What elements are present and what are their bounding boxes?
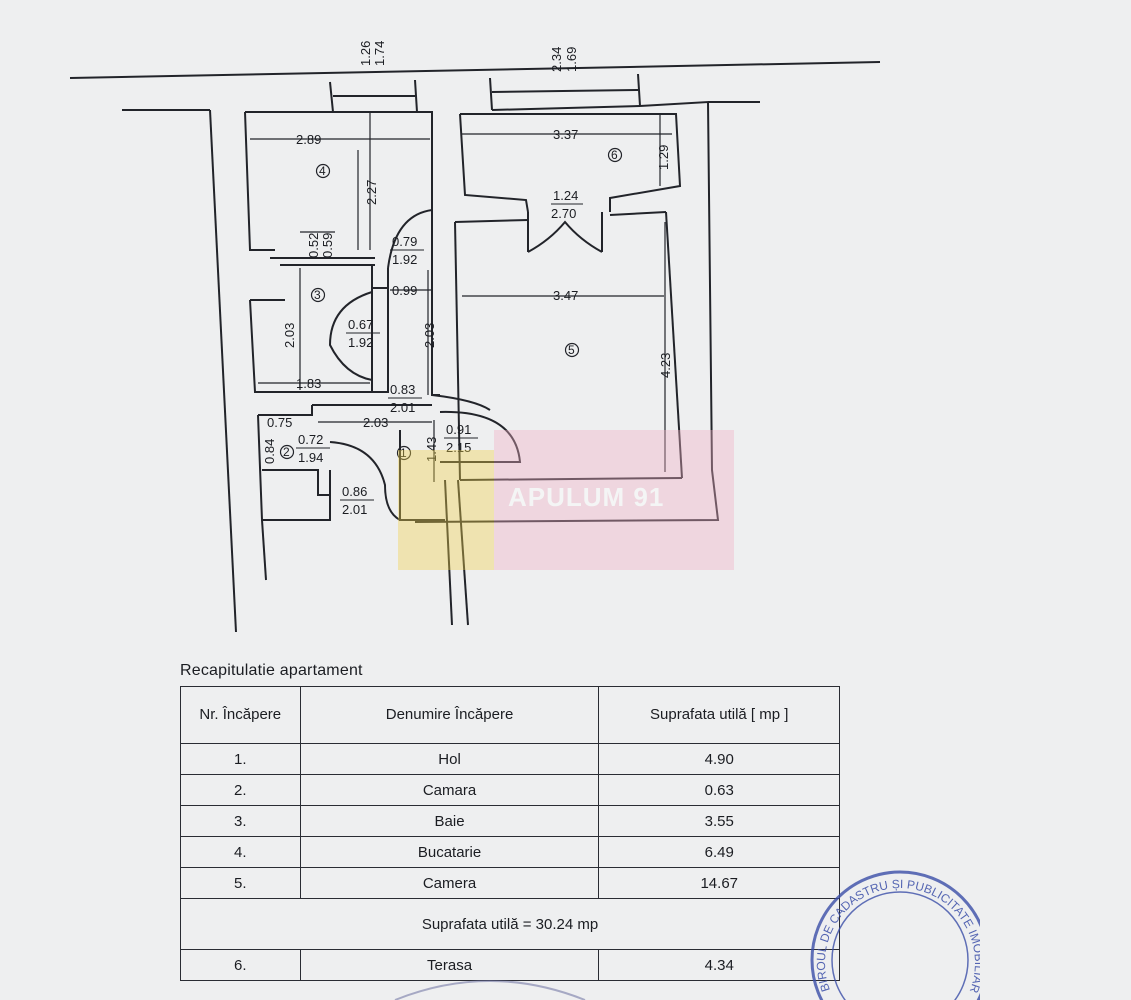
dimension-label: 0.99 [392, 283, 417, 298]
dimension-label: 2.01 [390, 400, 415, 415]
row-name: Bucatarie [299, 836, 600, 868]
cadastre-stamp: BIROUL DE CADASTRU ȘI PUBLICITATE IMOBIL… [790, 850, 980, 1000]
dimension-label: 0.59 [320, 233, 335, 258]
room-number: 1 [400, 446, 407, 460]
total-area: Suprafata utilă = 30.24 mp [180, 898, 840, 950]
row-name: Hol [299, 743, 600, 775]
row-area: 0.63 [598, 774, 840, 806]
row-nr: 4. [180, 836, 301, 868]
plan-walls [69, 61, 881, 633]
dimension-label: 0.91 [446, 422, 471, 437]
dimension-label: 1.92 [392, 252, 417, 267]
header-denumire: Denumire Încăpere [299, 686, 600, 744]
top-mark: 1.74 [372, 41, 387, 66]
plan-dimensions: 1.26 1.74 2.34 1.69 2.89 2.27 3.37 1.29 … [262, 41, 673, 517]
recap-table: Nr. Încăpere Denumire Încăpere Suprafata… [180, 686, 840, 981]
dimension-label: 2.03 [422, 323, 437, 348]
table-header-row: Nr. Încăpere Denumire Încăpere Suprafata… [180, 686, 840, 744]
room-number: 4 [319, 164, 326, 178]
row-name: Camera [299, 867, 600, 899]
top-mark: 1.26 [358, 41, 373, 66]
watermark-text: APULUM 91 [508, 482, 665, 512]
dimension-label: 0.75 [267, 415, 292, 430]
dimension-label: 1.43 [424, 437, 439, 462]
table-row: 5. Camera 14.67 [180, 867, 840, 899]
dimension-label: 2.03 [282, 323, 297, 348]
dimension-label: 2.15 [446, 440, 471, 455]
row-area: 4.90 [598, 743, 840, 775]
room-number: 3 [314, 288, 321, 302]
row-area: 4.34 [598, 949, 840, 981]
top-mark: 2.34 [549, 47, 564, 72]
room-number: 5 [568, 343, 575, 357]
dimension-label: 1.92 [348, 335, 373, 350]
dimension-label: 2.01 [342, 502, 367, 517]
room-number: 2 [283, 445, 290, 459]
dimension-label: 3.37 [553, 127, 578, 142]
table-row: 6. Terasa 4.34 [180, 949, 840, 981]
row-area: 3.55 [598, 805, 840, 837]
dimension-label: 2.03 [363, 415, 388, 430]
dimension-label: 4.23 [658, 353, 673, 378]
dimension-label: 1.29 [656, 145, 671, 170]
second-stamp-edge [394, 980, 586, 1000]
dimension-label: 1.94 [298, 450, 323, 465]
floor-plan: 1.26 1.74 2.34 1.69 2.89 2.27 3.37 1.29 … [69, 41, 881, 633]
row-nr: 5. [180, 867, 301, 899]
row-nr: 1. [180, 743, 301, 775]
room-markers: 4 6 3 5 2 1 [279, 147, 623, 461]
recap-title: Recapitulatie apartament [180, 662, 363, 679]
row-name: Baie [299, 805, 600, 837]
row-nr: 3. [180, 805, 301, 837]
table-row: 2. Camara 0.63 [180, 774, 840, 806]
dimension-label: 0.72 [298, 432, 323, 447]
dimension-label: 0.84 [262, 439, 277, 464]
table-row: 4. Bucatarie 6.49 [180, 836, 840, 868]
dimension-label: 0.86 [342, 484, 367, 499]
top-mark: 1.69 [564, 47, 579, 72]
table-row: 1. Hol 4.90 [180, 743, 840, 775]
total-row: Suprafata utilă = 30.24 mp [180, 898, 840, 950]
header-nr: Nr. Încăpere [180, 686, 301, 744]
agency-watermark: APULUM 91 [398, 430, 734, 570]
dimension-label: 2.70 [551, 206, 576, 221]
dimension-label: 0.52 [306, 233, 321, 258]
header-suprafata: Suprafata utilă [ mp ] [598, 686, 840, 744]
row-nr: 6. [180, 949, 301, 981]
dimension-label: 2.89 [296, 132, 321, 147]
table-row: 3. Baie 3.55 [180, 805, 840, 837]
dimension-label: 1.24 [553, 188, 578, 203]
row-name: Terasa [299, 949, 600, 981]
dimension-label: 0.79 [392, 234, 417, 249]
row-name: Camara [299, 774, 600, 806]
dimension-label: 0.67 [348, 317, 373, 332]
room-number: 6 [611, 148, 618, 162]
dimension-label: 1.83 [296, 376, 321, 391]
dimension-lines [250, 112, 672, 482]
row-nr: 2. [180, 774, 301, 806]
dimension-label: 2.27 [364, 180, 379, 205]
dimension-label: 0.83 [390, 382, 415, 397]
dimension-label: 3.47 [553, 288, 578, 303]
